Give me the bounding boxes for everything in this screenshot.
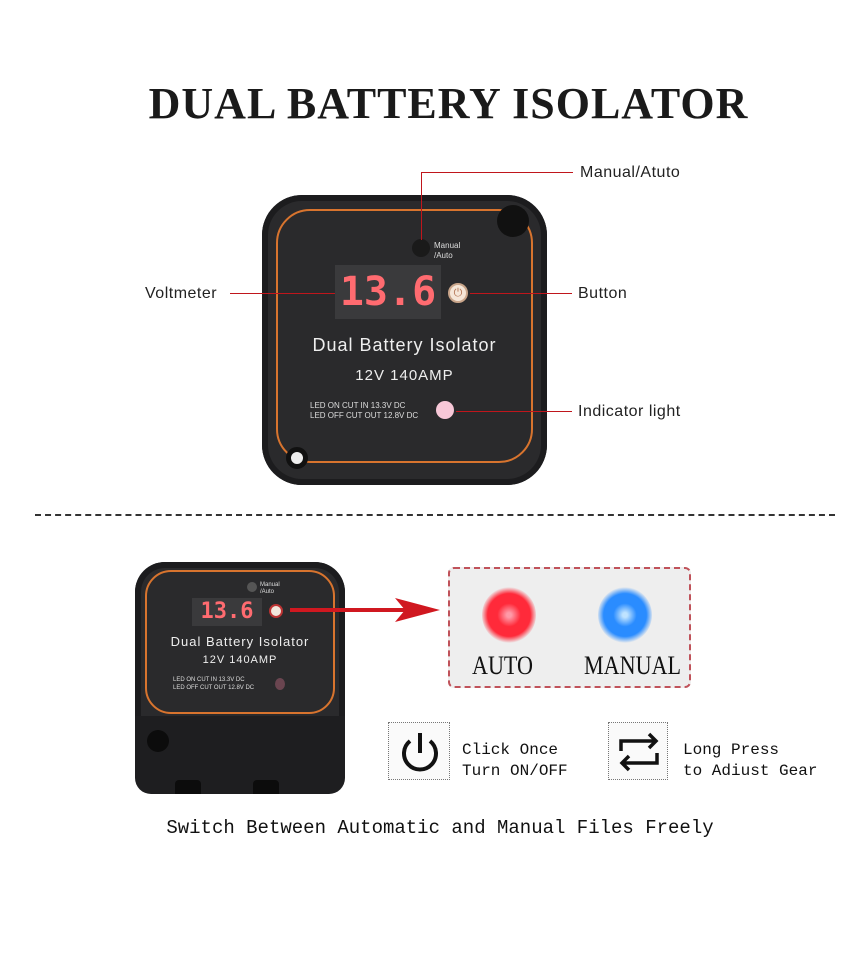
arrow-icon	[290, 598, 440, 622]
callout-button: Button	[578, 285, 628, 302]
led-on-text: LED ON CUT IN 13.3V DC	[173, 677, 245, 683]
auto-label: /Auto	[434, 251, 453, 260]
auto-led-red	[482, 587, 536, 643]
manual-label: MANUAL	[584, 651, 681, 680]
mode-indicator-panel: AUTO MANUAL	[448, 567, 691, 688]
action-2-line-2: to Adiust Gear	[683, 762, 818, 780]
screw-hole-icon	[497, 205, 529, 237]
manual-label: Manual	[260, 582, 280, 588]
screw-hole-icon	[147, 730, 169, 752]
action-1-line-2: Turn ON/OFF	[462, 762, 568, 780]
voltmeter-display: 13.6	[335, 265, 441, 319]
callout-voltmeter: Voltmeter	[145, 285, 218, 302]
auto-label: /Auto	[260, 589, 275, 595]
cycle-arrows-icon	[619, 732, 659, 772]
callout-indicator: Indicator light	[578, 403, 681, 420]
manual-led-blue	[598, 587, 652, 643]
led-off-text: LED OFF CUT OUT 12.8V DC	[310, 411, 419, 420]
cycle-icon-box	[608, 722, 668, 780]
caption: Switch Between Automatic and Manual File…	[166, 817, 714, 839]
action-1-line-1: Click Once	[462, 741, 559, 759]
page-title: DUAL BATTERY ISOLATOR	[148, 79, 749, 128]
manual-auto-led	[412, 239, 430, 257]
indicator-light	[436, 401, 454, 419]
led-on-text: LED ON CUT IN 13.3V DC	[310, 401, 406, 410]
device-rating: 12V 140AMP	[355, 367, 454, 384]
device-rating: 12V 140AMP	[202, 654, 278, 666]
isolator-device-angled: Manual /Auto 13.6 Dual Battery Isolator …	[135, 562, 345, 794]
power-icon	[402, 733, 438, 772]
led-off-text: LED OFF CUT OUT 12.8V DC	[173, 685, 255, 691]
power-icon-box	[388, 722, 450, 780]
manual-label: Manual	[434, 241, 461, 250]
isolator-device-front: Manual /Auto 13.6 ⏻ Dual Battery Isolato…	[262, 195, 547, 485]
auto-label: AUTO	[472, 651, 533, 680]
screw-hole-icon	[286, 447, 308, 469]
power-button[interactable]	[269, 604, 283, 618]
device-name: Dual Battery Isolator	[312, 335, 497, 355]
device-name: Dual Battery Isolator	[170, 634, 310, 649]
voltmeter-display: 13.6	[192, 598, 262, 626]
action-2-line-1: Long Press	[683, 741, 780, 759]
section-divider	[35, 514, 835, 516]
power-button[interactable]: ⏻	[448, 283, 468, 303]
callout-manual-auto: Manual/Atuto	[580, 164, 681, 181]
